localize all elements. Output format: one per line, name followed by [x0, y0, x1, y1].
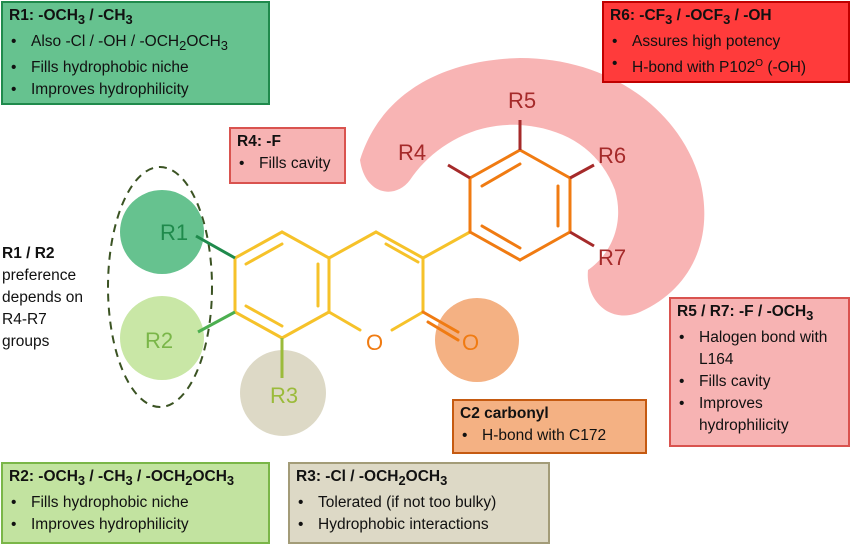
r3-box-title: R3: -Cl / -OCH2OCH3 — [296, 468, 448, 489]
r5-r7-box-item: Halogen bond with L164 — [677, 327, 829, 371]
r1-r2-ellipse — [107, 166, 213, 408]
r1-circle — [120, 190, 204, 274]
r6-box-item: Assures high potency — [610, 31, 842, 53]
r1-box-item: Also -Cl / -OH / -OCH2OCH3 — [9, 31, 262, 57]
r5-r7-box-title: R5 / R7: -F / -OCH3 — [677, 303, 814, 324]
r1-info-box: R1: -OCH3 / -CH3 Also -Cl / -OH / -OCH2O… — [1, 1, 270, 105]
r5-r7-box-item: Improves hydrophilicity — [677, 393, 829, 437]
r2-box-title: R2: -OCH3 / -CH3 / -OCH2OCH3 — [9, 468, 235, 489]
c2-box-title: C2 carbonyl — [460, 405, 549, 422]
r3-label: R3 — [270, 383, 298, 408]
r5-label: R5 — [508, 88, 536, 113]
r1-label: R1 — [160, 220, 188, 245]
r2-info-box: R2: -OCH3 / -CH3 / -OCH2OCH3 Fills hydro… — [1, 462, 270, 544]
phenyl-ring — [468, 148, 572, 262]
substituent-region-arc — [360, 58, 705, 316]
r6-label: R6 — [598, 143, 626, 168]
r6-box-title: R6: -CF3 / -OCF3 / -OH — [610, 7, 772, 28]
r1-r2-note-line: depends on — [2, 289, 84, 306]
r2-box-item: Fills hydrophobic niche — [9, 492, 262, 514]
carbonyl-circle — [435, 298, 519, 382]
r5-r7-box-item: Fills cavity — [677, 371, 842, 393]
r3-box-item: Hydrophobic interactions — [296, 514, 542, 536]
r1-r2-note: R1 / R2 preference depends on R4-R7 grou… — [2, 243, 107, 353]
r2-box-item: Improves hydrophilicity — [9, 514, 262, 536]
ring-oxygen-label: O — [366, 330, 383, 355]
r4-box-item: Fills cavity — [237, 153, 338, 175]
r2-circle — [120, 296, 204, 380]
r1-box-item: Fills hydrophobic niche — [9, 57, 262, 79]
r5-r7-info-box: R5 / R7: -F / -OCH3 Halogen bond with L1… — [669, 297, 850, 447]
coumarin-core — [233, 230, 425, 340]
carbonyl-oxygen-label: O — [462, 330, 479, 355]
r3-box-item: Tolerated (if not too bulky) — [296, 492, 542, 514]
r4-box-title: R4: -F — [237, 133, 281, 150]
r1-r2-note-line: preference — [2, 267, 77, 284]
r1-r2-note-line: R4-R7 — [2, 311, 47, 328]
r6-info-box: R6: -CF3 / -OCF3 / -OH Assures high pote… — [602, 1, 850, 83]
r1-box-title: R1: -OCH3 / -CH3 — [9, 7, 133, 28]
r3-info-box: R3: -Cl / -OCH2OCH3 Tolerated (if not to… — [288, 462, 550, 544]
r6-box-item: H-bond with P102O (-OH) — [610, 53, 842, 79]
r7-label: R7 — [598, 245, 626, 270]
r4-label: R4 — [398, 140, 426, 165]
r4-info-box: R4: -F Fills cavity — [229, 127, 346, 184]
c2-box-item: H-bond with C172 — [460, 425, 639, 447]
r1-box-item: Improves hydrophilicity — [9, 79, 262, 101]
r2-label: R2 — [145, 328, 173, 353]
r1-r2-note-title: R1 / R2 — [2, 245, 55, 262]
r3-circle — [240, 350, 326, 436]
r1-r2-note-line: groups — [2, 333, 50, 350]
c2-carbonyl-info-box: C2 carbonyl H-bond with C172 — [452, 399, 647, 454]
